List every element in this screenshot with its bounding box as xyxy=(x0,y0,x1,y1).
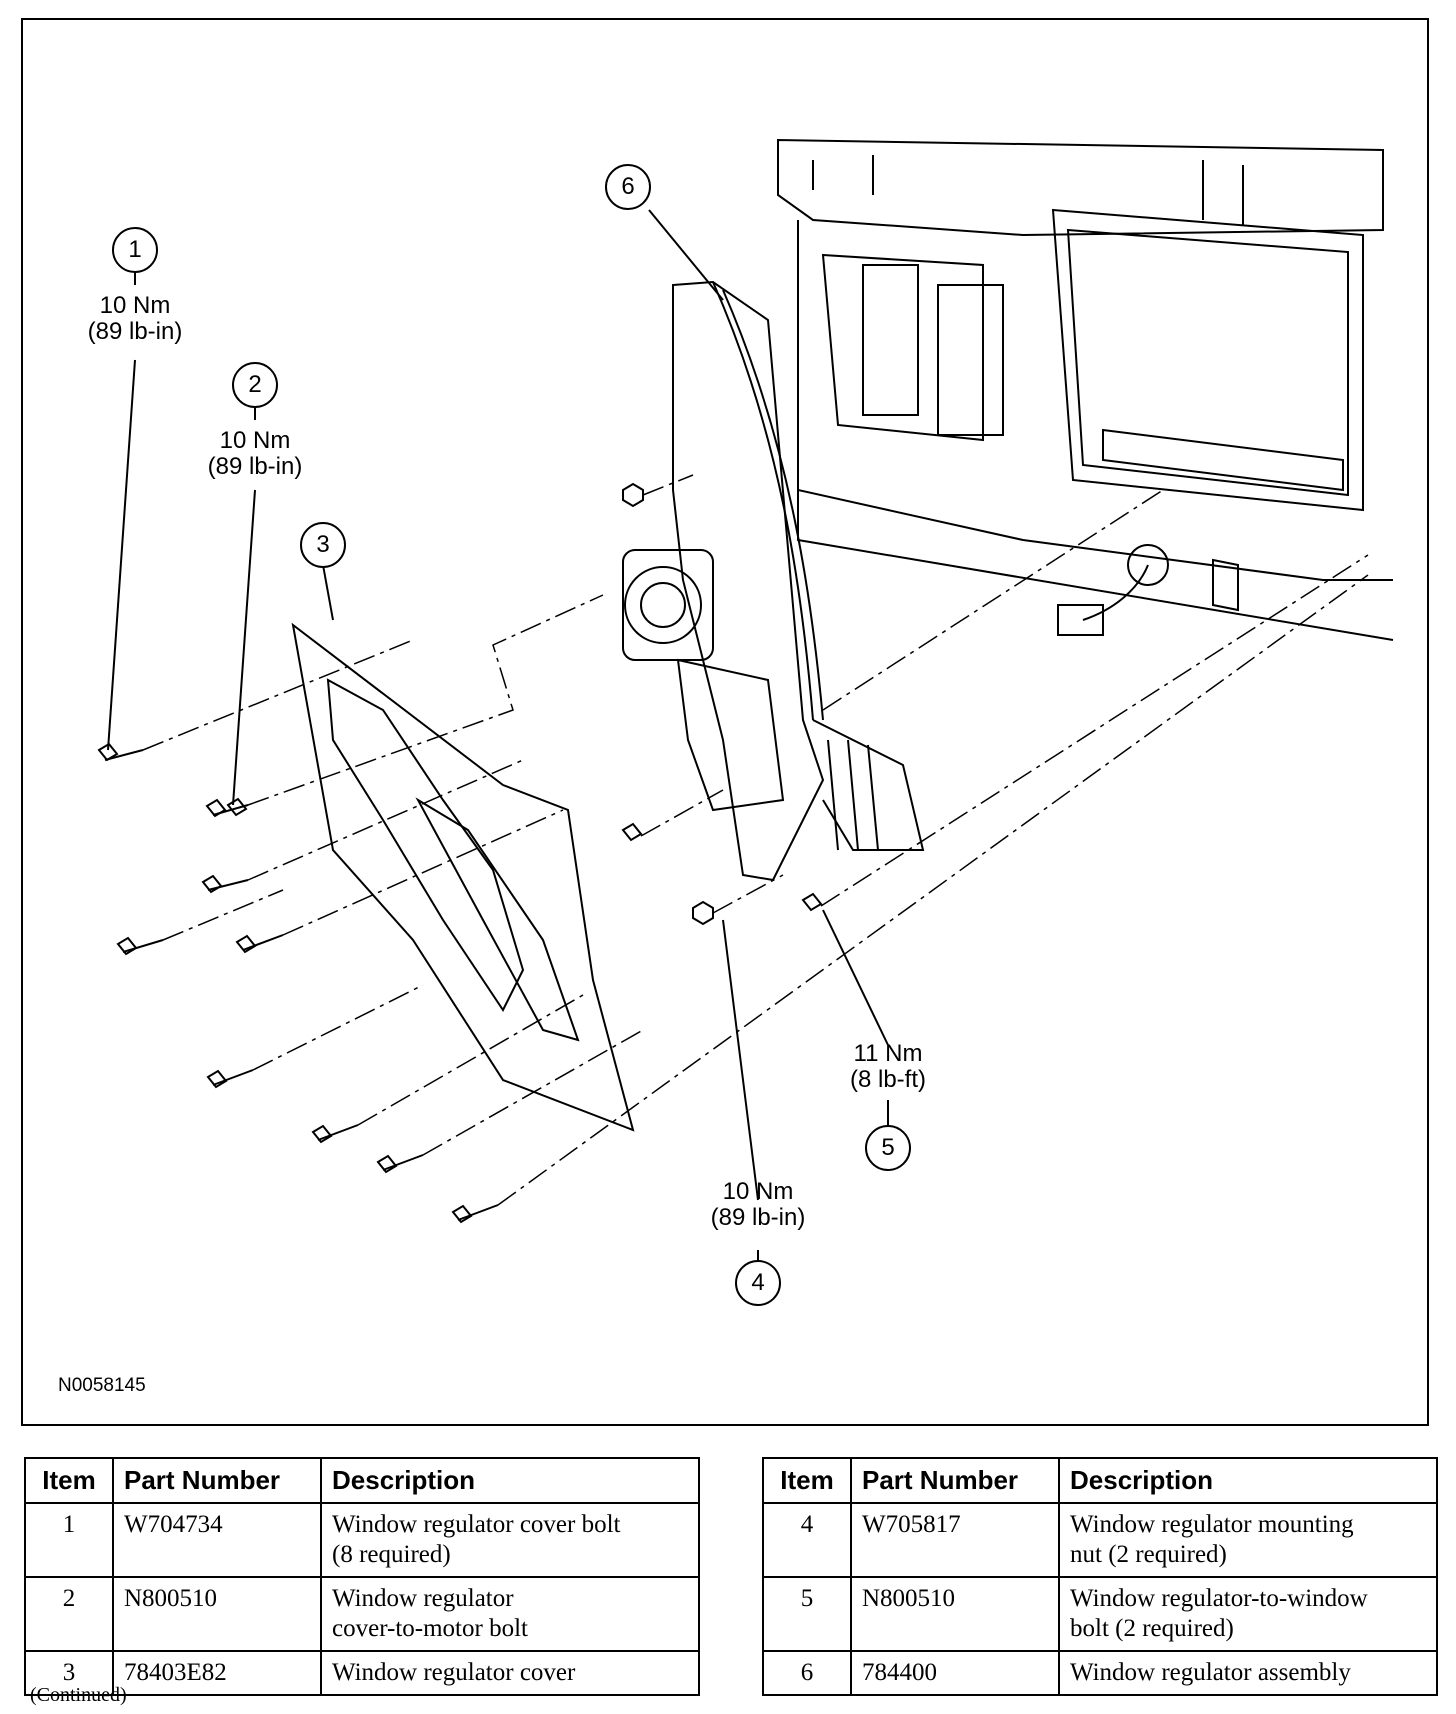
exploded-view-figure: 1 2 3 4 5 6 10 Nm (89 lb-in) 10 Nm (89 l… xyxy=(21,18,1429,1426)
parts-table-right: Item Part Number Description 4 W705817 W… xyxy=(762,1457,1438,1696)
window-regulator-assembly xyxy=(622,280,925,882)
callout-number-6: 6 xyxy=(621,173,635,200)
description-line: Window regulator cover xyxy=(332,1659,576,1686)
diagram-drawing xyxy=(97,138,1394,1306)
table-row: 4 W705817 Window regulator mounting nut (… xyxy=(762,1502,1438,1578)
callout-circle-2 xyxy=(232,362,278,408)
description-line: cover-to-motor bolt xyxy=(332,1615,528,1642)
description-cell: Window regulator mounting nut (2 required… xyxy=(1058,1502,1438,1578)
header-item: Item xyxy=(24,1457,114,1504)
leader-lines xyxy=(107,209,889,1265)
callout-circle-1 xyxy=(112,227,158,273)
window-regulator-cover xyxy=(291,622,635,1132)
description-line: Window regulator xyxy=(332,1585,514,1612)
callout-number-3: 3 xyxy=(316,531,330,558)
torque-1-imperial: (89 lb-in) xyxy=(87,318,183,345)
callout-circle-3 xyxy=(300,522,346,568)
item-cell: 6 xyxy=(762,1650,852,1696)
callout-circle-4 xyxy=(735,1260,781,1306)
item-cell: 5 xyxy=(762,1576,852,1652)
part-number-cell: W705817 xyxy=(850,1502,1060,1578)
figure-id: N0058145 xyxy=(58,1375,146,1396)
torque-5-metric: 11 Nm xyxy=(853,1040,923,1067)
callout-number-2: 2 xyxy=(248,371,262,398)
header-part-number: Part Number xyxy=(112,1457,322,1504)
torque-1-metric: 10 Nm xyxy=(99,292,171,319)
torque-4-imperial: (89 lb-in) xyxy=(710,1204,806,1231)
description-cell: Window regulator cover-to-motor bolt xyxy=(320,1576,700,1652)
table-header-row: Item Part Number Description xyxy=(24,1457,700,1504)
callout-circle-5 xyxy=(865,1125,911,1171)
callout-circles xyxy=(112,164,911,1306)
description-line: Window regulator assembly xyxy=(1070,1659,1351,1686)
header-part-number: Part Number xyxy=(850,1457,1060,1504)
part-number-cell: N800510 xyxy=(112,1576,322,1652)
item-cell: 4 xyxy=(762,1502,852,1578)
callout-number-4: 4 xyxy=(751,1269,765,1296)
description-line: Window regulator mounting xyxy=(1070,1511,1354,1538)
torque-5-imperial: (8 lb-ft) xyxy=(849,1066,926,1093)
torque-2-metric: 10 Nm xyxy=(219,427,291,454)
item-cell: 2 xyxy=(24,1576,114,1652)
table-row: 2 N800510 Window regulator cover-to-motor… xyxy=(24,1576,700,1652)
table-row: 5 N800510 Window regulator-to-window bolt… xyxy=(762,1576,1438,1652)
description-line: (8 required) xyxy=(332,1541,451,1568)
part-number-cell: N800510 xyxy=(850,1576,1060,1652)
table-row: 6 784400 Window regulator assembly xyxy=(762,1650,1438,1696)
continued-note: (Continued) xyxy=(30,1684,127,1706)
description-line: Window regulator-to-window xyxy=(1070,1585,1368,1612)
callout-number-5: 5 xyxy=(881,1134,895,1161)
cover-bolts xyxy=(97,742,499,1224)
description-line: bolt (2 required) xyxy=(1070,1615,1234,1642)
parts-table-left: Item Part Number Description 1 W704734 W… xyxy=(24,1457,700,1696)
header-description: Description xyxy=(320,1457,700,1504)
mounting-nuts-and-bolts xyxy=(621,482,823,926)
header-item: Item xyxy=(762,1457,852,1504)
item-cell: 3 xyxy=(24,1650,114,1696)
table-row: 1 W704734 Window regulator cover bolt (8 … xyxy=(24,1502,700,1578)
description-line: Window regulator cover bolt xyxy=(332,1511,621,1538)
item-cell: 1 xyxy=(24,1502,114,1578)
torque-2-imperial: (89 lb-in) xyxy=(207,453,303,480)
table-row: 3 78403E82 Window regulator cover xyxy=(24,1650,700,1696)
callout-number-1: 1 xyxy=(128,236,142,263)
callout-circle-6 xyxy=(605,164,651,210)
door-panel xyxy=(777,138,1394,641)
part-number-cell: 78403E82 xyxy=(112,1650,322,1696)
description-cell: Window regulator cover bolt (8 required) xyxy=(320,1502,700,1578)
part-number-cell: 784400 xyxy=(850,1650,1060,1696)
table-header-row: Item Part Number Description xyxy=(762,1457,1438,1504)
torque-4-metric: 10 Nm xyxy=(722,1178,794,1205)
description-cell: Window regulator-to-window bolt (2 requir… xyxy=(1058,1576,1438,1652)
part-number-cell: W704734 xyxy=(112,1502,322,1578)
alignment-lines xyxy=(142,474,1369,1206)
description-cell: Window regulator assembly xyxy=(1058,1650,1438,1696)
description-line: nut (2 required) xyxy=(1070,1541,1227,1568)
header-description: Description xyxy=(1058,1457,1438,1504)
description-cell: Window regulator cover xyxy=(320,1650,700,1696)
